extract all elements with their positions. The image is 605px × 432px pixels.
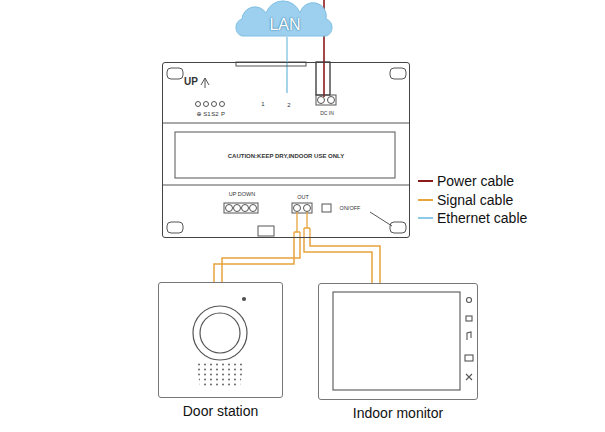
- legend-swatch: [418, 217, 433, 219]
- drawing-stroke: [234, 205, 241, 212]
- drawing-stroke: [200, 313, 240, 353]
- cable-path: [304, 238, 372, 283]
- drawing-stroke: [294, 205, 301, 212]
- panel-marking: CAUTION:KEEP DRY,INDOOR USE ONLY: [228, 153, 344, 159]
- cable-path: [214, 238, 294, 282]
- ethernet-stub: [287, 62, 288, 93]
- legend-label: Ethernet cable: [437, 210, 527, 226]
- drawing-stroke: [162, 185, 410, 186]
- device-label: Indoor monitor: [353, 406, 443, 420]
- drawing-stroke: [226, 205, 233, 212]
- signal-cable: [214, 238, 300, 282]
- drawing-stroke: [465, 355, 473, 361]
- ethernet-cable: [287, 37, 288, 62]
- drawing-stroke: [304, 212, 310, 238]
- drawing-stroke: [196, 362, 244, 386]
- door-station-face: [193, 298, 247, 387]
- device-label: Door station: [183, 404, 258, 418]
- cable-path: [286, 37, 288, 62]
- panel-marking: DC IN: [320, 111, 334, 116]
- switch-device: UP ⊕S1S2P 1 2 DC IN CAUTION:KEEP DRY,INDOOR U…: [162, 62, 410, 238]
- drawing-stroke: [175, 132, 395, 178]
- drawing-stroke: [390, 68, 406, 79]
- drawing-stroke: [243, 298, 246, 301]
- drawing-stroke: [390, 222, 406, 233]
- drawing-stroke: [316, 95, 336, 105]
- terminal-unit: Door station: [158, 282, 283, 398]
- drawing-stroke: [204, 102, 209, 107]
- panel-marking: P: [221, 111, 225, 117]
- drawing-stroke: [294, 212, 300, 238]
- drawing-stroke: [322, 204, 331, 212]
- drawing-stroke: [250, 205, 257, 212]
- drawing-stroke: [316, 62, 330, 95]
- drawing-stroke: [304, 205, 311, 212]
- drawing-stroke: [370, 212, 392, 226]
- legend-label: Power cable: [437, 173, 514, 189]
- drawing-stroke: [212, 102, 217, 107]
- drawing-stroke: [318, 97, 325, 104]
- network-label: LAN: [269, 17, 300, 33]
- panel-marking: 1: [261, 101, 264, 107]
- panel-marking: UP DOWN: [229, 192, 255, 198]
- drawing-stroke: [193, 306, 247, 360]
- drawing-stroke: [162, 123, 410, 124]
- drawing-stroke: [224, 203, 258, 213]
- terminal-unit: Indoor monitor: [318, 283, 478, 400]
- drawing-stroke: [242, 205, 249, 212]
- drawing-stroke: [466, 316, 472, 321]
- drawing-stroke: [201, 78, 209, 88]
- drawing-stroke: [167, 222, 183, 233]
- drawing-stroke: [467, 298, 472, 303]
- drawing-stroke: [333, 292, 460, 390]
- drawing-stroke: [167, 68, 183, 79]
- drawing-stroke: [328, 97, 335, 104]
- panel-marking: ⊕: [196, 111, 201, 117]
- drawing-stroke: [467, 332, 471, 340]
- cloud-outline: [236, 1, 332, 36]
- drawing-stroke: [258, 226, 274, 236]
- panel-marking: S2: [211, 111, 218, 117]
- out-terminal-wires: [294, 212, 310, 238]
- drawing-stroke: [196, 102, 201, 107]
- legend-label: Signal cable: [437, 192, 513, 208]
- legend-swatch: [418, 180, 433, 182]
- network-cloud: LAN: [228, 9, 342, 37]
- cable-path: [222, 238, 300, 282]
- drawing-stroke: [466, 374, 472, 380]
- drawing-stroke: [220, 102, 225, 107]
- drawing-stroke: [292, 203, 312, 213]
- panel-marking: OUT: [297, 195, 309, 201]
- drawing-stroke: [286, 62, 288, 93]
- legend-swatch: [418, 199, 433, 201]
- signal-cable: [304, 238, 380, 283]
- panel-marking: 2: [287, 102, 290, 108]
- indoor-monitor-face: [333, 292, 473, 390]
- panel-marking: S1: [203, 111, 210, 117]
- panel-marking: ON/OFF: [340, 206, 361, 212]
- switch-housing: [162, 62, 410, 236]
- cable-path: [310, 238, 380, 283]
- panel-marking: UP: [184, 77, 198, 87]
